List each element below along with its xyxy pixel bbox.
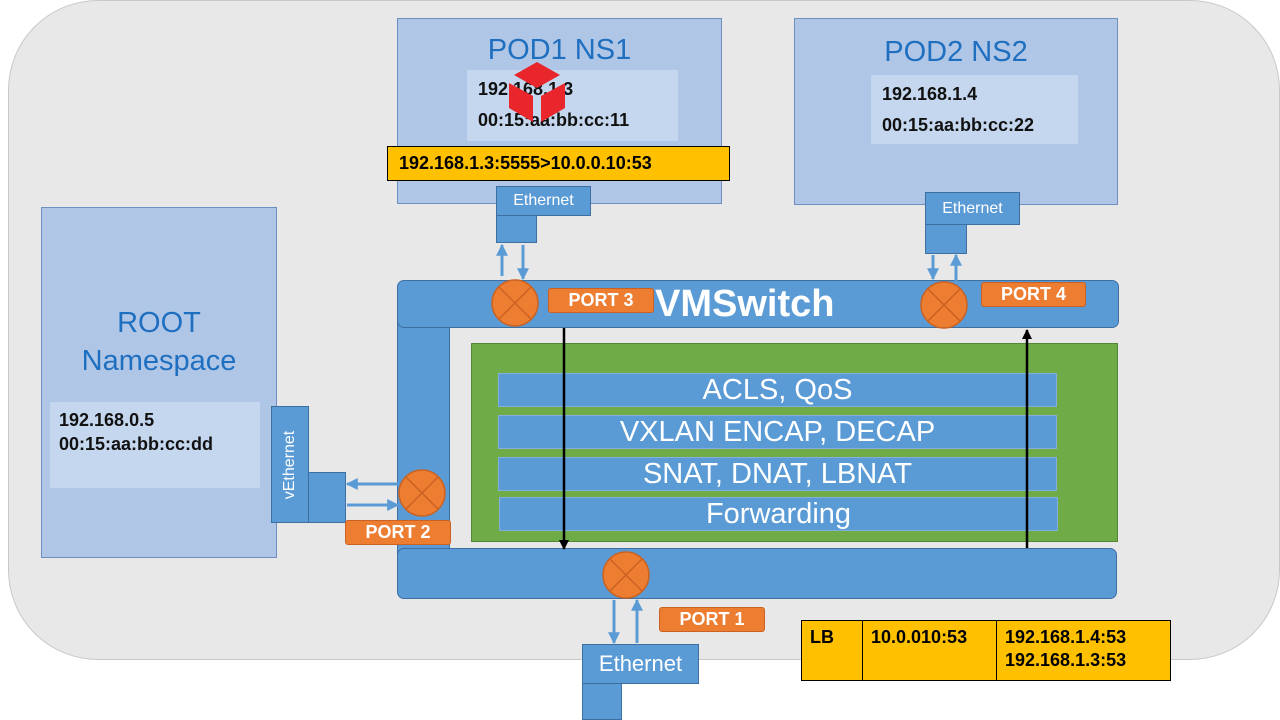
- vmswitch-bottom-bus: [397, 548, 1117, 599]
- port-1-circle-icon: [602, 551, 650, 599]
- root-ip: 192.168.0.5: [59, 410, 155, 430]
- port-4-badge: PORT 4: [981, 282, 1086, 307]
- vmswitch-title: VMSwitch: [655, 283, 835, 325]
- vethernet-connector: [308, 472, 346, 523]
- port-1-badge: PORT 1: [659, 607, 765, 632]
- root-namespace-title-line2: Namespace: [81, 345, 237, 377]
- lb-backend-1: 192.168.1.4:53: [1005, 627, 1127, 647]
- port-4-circle-icon: [920, 281, 968, 329]
- pod1-ethernet-adapter[interactable]: Ethernet: [496, 186, 591, 216]
- container-cube-icon: [509, 62, 565, 122]
- root-mac: 00:15:aa:bb:cc:dd: [59, 434, 214, 454]
- port-2-circle-icon: [398, 469, 446, 517]
- pod1-info-panel: 192.168.1.3 00:15:aa:bb:cc:11: [467, 70, 678, 141]
- root-namespace-box: ROOT Namespace: [41, 207, 277, 558]
- layer-acls-qos: ACLS, QoS: [498, 373, 1057, 407]
- lb-backends: 192.168.1.4:53 192.168.1.3:53: [997, 621, 1170, 680]
- pod2-ethernet-adapter[interactable]: Ethernet: [925, 192, 1020, 225]
- layer-nat: SNAT, DNAT, LBNAT: [498, 457, 1057, 491]
- lb-backend-2: 192.168.1.3:53: [1005, 650, 1127, 670]
- lb-name: LB: [802, 621, 863, 680]
- lb-vip: 10.0.010:53: [863, 621, 997, 680]
- pod2-mac: 00:15:aa:bb:cc:22: [882, 115, 1035, 135]
- pod1-ethernet-connector: [496, 215, 537, 243]
- pod2-ethernet-connector: [925, 224, 967, 254]
- pod1-title: POD1 NS1: [487, 34, 632, 66]
- pod2-ip: 192.168.1.4: [882, 84, 978, 104]
- pod2-title: POD2 NS2: [884, 36, 1028, 68]
- layer-forwarding: Forwarding: [499, 497, 1058, 531]
- pod1-flow-label: 192.168.1.3:5555>10.0.0.10:53: [387, 146, 730, 181]
- port-3-circle-icon: [491, 279, 539, 327]
- root-namespace-title-line1: ROOT: [117, 307, 201, 339]
- port-2-badge: PORT 2: [345, 520, 451, 545]
- root-info-panel: 192.168.0.5 00:15:aa:bb:cc:dd: [50, 402, 260, 488]
- pod2-info-panel: 192.168.1.4 00:15:aa:bb:cc:22: [871, 75, 1078, 144]
- layer-vxlan: VXLAN ENCAP, DECAP: [498, 415, 1057, 449]
- uplink-ethernet-adapter[interactable]: Ethernet: [582, 644, 699, 684]
- vethernet-adapter[interactable]: vEthernet: [271, 406, 309, 523]
- pod1-mac: 00:15:aa:bb:cc:11: [478, 110, 630, 130]
- lb-table: LB 10.0.010:53 192.168.1.4:53 192.168.1.…: [801, 620, 1171, 681]
- port-3-badge: PORT 3: [548, 288, 654, 313]
